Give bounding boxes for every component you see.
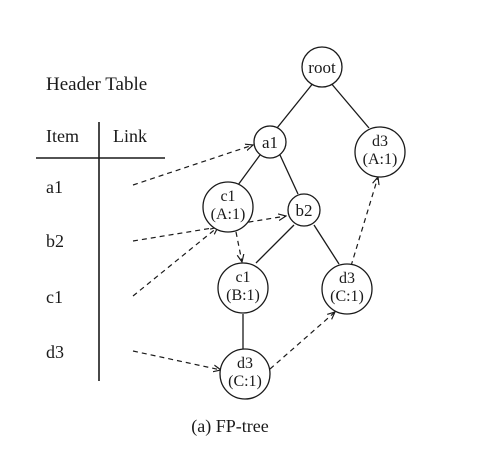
header-col-link: Link [113, 126, 147, 146]
node-circle [217, 262, 269, 314]
tree-nodes: root a1 d3 (A:1) c1 (A:1) b2 c1 (B:1) [202, 46, 406, 400]
header-row-item: c1 [46, 287, 63, 307]
node-label: a1 [262, 133, 278, 152]
node-label: b2 [296, 201, 313, 220]
header-link-d3 [132, 350, 221, 370]
header-link-a1 [132, 145, 253, 186]
tree-edge-a1-b2 [279, 154, 299, 195]
node-circle [219, 348, 271, 400]
node-count: (A:1) [363, 151, 398, 168]
node-circle [287, 193, 321, 227]
tree-edge-root-d3 [329, 81, 370, 129]
header-row-item: b2 [46, 231, 64, 251]
tree-edge-b2-d3 [313, 224, 340, 265]
node-count: (A:1) [211, 206, 246, 223]
node-label: root [308, 58, 336, 77]
node-circle [202, 181, 254, 233]
node-circle [301, 46, 343, 88]
header-col-item: Item [46, 126, 79, 146]
tree-node-b2: b2 [287, 193, 321, 227]
header-link-b2 [132, 216, 286, 242]
node-circle [354, 126, 406, 178]
tree-edges [237, 81, 370, 350]
node-link-d3-bottom [269, 312, 335, 370]
tree-node-d3-a1: d3 (A:1) [354, 126, 406, 178]
node-label: d3 [339, 270, 355, 287]
node-count: (B:1) [226, 287, 260, 304]
header-row-item: d3 [46, 342, 64, 362]
node-link-d3-right [350, 177, 378, 267]
node-circle [321, 263, 373, 315]
tree-edge-b2-c1 [255, 224, 295, 264]
node-label: d3 [372, 133, 388, 150]
node-count: (C:1) [228, 373, 262, 390]
tree-node-d3-c1-bottom: d3 (C:1) [219, 348, 271, 400]
node-link-c1 [235, 231, 242, 262]
tree-edge-a1-c1 [237, 154, 261, 186]
tree-node-d3-c1-right: d3 (C:1) [321, 263, 373, 315]
tree-node-a1: a1 [253, 125, 287, 159]
tree-node-c1-a1: c1 (A:1) [202, 181, 254, 233]
node-circle [253, 125, 287, 159]
node-label: c1 [235, 269, 250, 286]
tree-node-c1-b1: c1 (B:1) [217, 262, 269, 314]
tree-node-root: root [301, 46, 343, 88]
node-label: c1 [220, 188, 235, 205]
node-label: d3 [237, 355, 253, 372]
header-table-title: Header Table [46, 74, 147, 95]
tree-edge-root-a1 [276, 81, 315, 129]
header-row-item: a1 [46, 177, 63, 197]
node-links [132, 145, 378, 370]
header-table: Header Table Item Link a1 b2 c1 d3 [36, 74, 165, 381]
header-link-c1 [132, 227, 218, 297]
node-count: (C:1) [330, 288, 364, 305]
figure-caption: (a) FP-tree [191, 416, 268, 437]
